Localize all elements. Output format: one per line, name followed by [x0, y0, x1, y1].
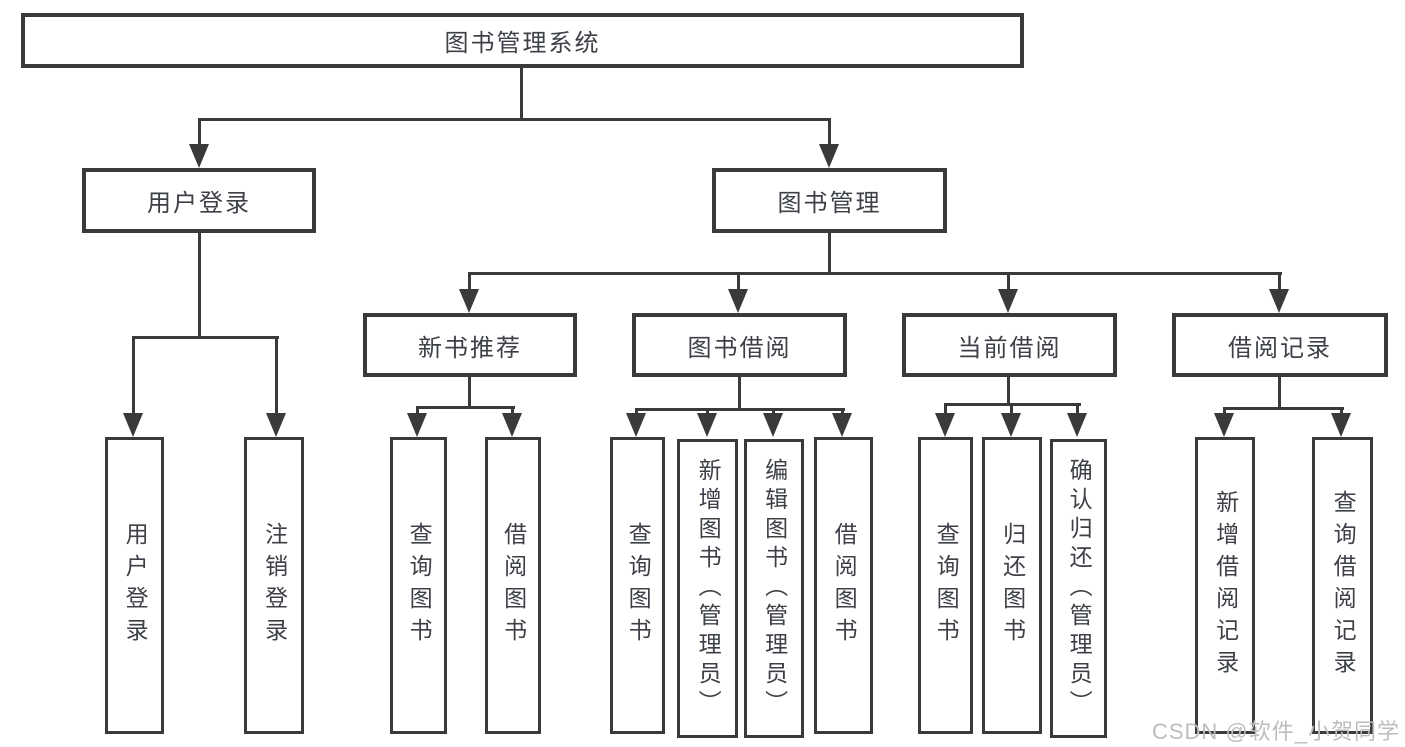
arrowhead-user-login: [189, 144, 209, 168]
connector-borrow-records-rail: [1223, 407, 1344, 410]
connector-drop-bb-edit: [772, 408, 775, 413]
node-current-borrow: 当前借阅: [902, 313, 1117, 377]
connector-drop-bb-query: [635, 408, 638, 413]
leaf-nb-query-books: 查询图书: [390, 437, 447, 734]
leaf-cb-query-books: 查询图书: [918, 437, 973, 734]
leaf-br-add-record-label: 新增借阅记录: [1212, 489, 1239, 682]
arrowhead-cb-return: [1001, 413, 1021, 437]
connector-drop-cb-query: [944, 403, 947, 413]
node-user-login-label: 用户登录: [147, 190, 251, 217]
arrowhead-nb-query: [407, 413, 427, 437]
connector-drop-new-book: [468, 272, 471, 289]
arrowhead-leaf-login: [123, 413, 143, 437]
leaf-cb-return-books-label: 归还图书: [999, 521, 1026, 650]
leaf-logout: 注销登录: [244, 437, 304, 734]
connector-drop-nb-query: [416, 406, 419, 413]
arrowhead-cb-query: [935, 413, 955, 437]
leaf-bb-add-books-admin: 新增图书（管理员）: [677, 439, 738, 738]
leaf-cb-return-books: 归还图书: [982, 437, 1042, 734]
connector-drop-book-borrow: [737, 272, 740, 289]
arrowhead-br-add: [1214, 413, 1234, 437]
arrowhead-bb-borrow: [832, 413, 852, 437]
connector-user-login-rail: [132, 336, 279, 339]
node-new-book-recommend: 新书推荐: [363, 313, 577, 377]
connector-current-borrow-stem: [1007, 377, 1010, 403]
csdn-watermark: CSDN @软件_小贺同学: [1151, 719, 1400, 744]
leaf-nb-borrow-books-label: 借阅图书: [500, 521, 527, 650]
node-current-borrow-label: 当前借阅: [957, 334, 1062, 362]
connector-drop-nb-borrow: [511, 406, 514, 413]
node-borrow-records-label: 借阅记录: [1228, 334, 1332, 362]
arrowhead-book-mgmt: [819, 144, 839, 168]
arrowhead-bb-add: [697, 413, 717, 437]
connector-root-stem: [520, 68, 523, 118]
leaf-bb-borrow-books: 借阅图书: [814, 437, 873, 734]
connector-drop-current-borrow: [1007, 272, 1010, 289]
connector-drop-leaf-logout: [275, 336, 278, 413]
leaf-bb-edit-books-admin: 编辑图书（管理员）: [744, 439, 804, 738]
arrowhead-borrow-records: [1269, 289, 1289, 313]
leaf-bb-add-books-admin-label: 新增图书（管理员）: [695, 458, 722, 719]
connector-drop-bb-borrow: [841, 408, 844, 413]
node-root-label: 图书管理系统: [444, 30, 601, 57]
leaf-br-add-record: 新增借阅记录: [1195, 437, 1255, 734]
leaf-br-query-record-label: 查询借阅记录: [1330, 489, 1357, 682]
leaf-bb-borrow-books-label: 借阅图书: [831, 521, 858, 650]
leaf-bb-edit-books-admin-label: 编辑图书（管理员）: [761, 458, 788, 719]
connector-drop-leaf-login: [132, 336, 135, 413]
connector-book-mgmt-stem: [828, 233, 831, 272]
leaf-bb-query-books-label: 查询图书: [625, 521, 652, 650]
arrowhead-br-query: [1331, 413, 1351, 437]
leaf-bb-query-books: 查询图书: [610, 437, 665, 734]
node-borrow-records: 借阅记录: [1172, 313, 1388, 377]
node-new-book-recommend-label: 新书推荐: [418, 334, 522, 362]
connector-drop-borrow-records: [1278, 272, 1281, 289]
arrowhead-new-book: [459, 289, 479, 313]
connector-drop-book-mgmt: [828, 118, 831, 146]
connector-book-mgmt-rail: [468, 272, 1282, 275]
node-user-login: 用户登录: [82, 168, 316, 233]
leaf-cb-query-books-label: 查询图书: [933, 521, 960, 650]
arrowhead-cb-confirm: [1067, 413, 1087, 437]
connector-drop-bb-add: [706, 408, 709, 413]
connector-book-borrow-stem: [738, 377, 741, 408]
node-book-management: 图书管理: [712, 168, 947, 233]
arrowhead-nb-borrow: [502, 413, 522, 437]
connector-root-rail: [198, 118, 831, 121]
leaf-cb-confirm-return-admin-label: 确认归还（管理员）: [1066, 458, 1093, 719]
node-root: 图书管理系统: [21, 13, 1024, 68]
node-book-borrow-label: 图书借阅: [687, 334, 792, 362]
arrowhead-leaf-logout: [266, 413, 286, 437]
connector-drop-br-query: [1340, 407, 1343, 413]
connector-new-book-rail: [416, 406, 515, 409]
connector-new-book-stem: [468, 377, 471, 406]
leaf-cb-confirm-return-admin: 确认归还（管理员）: [1050, 439, 1107, 738]
arrowhead-book-borrow: [728, 289, 748, 313]
arrowhead-current-borrow: [998, 289, 1018, 313]
leaf-nb-borrow-books: 借阅图书: [485, 437, 541, 734]
connector-borrow-records-stem: [1278, 377, 1281, 407]
leaf-br-query-record: 查询借阅记录: [1312, 437, 1373, 734]
connector-drop-br-add: [1223, 407, 1226, 413]
node-book-borrow: 图书借阅: [632, 313, 847, 377]
connector-book-borrow-rail: [635, 408, 845, 411]
connector-user-login-stem: [198, 233, 201, 336]
arrowhead-bb-query: [626, 413, 646, 437]
node-book-management-label: 图书管理: [777, 190, 882, 217]
leaf-user-login-label: 用户登录: [122, 521, 149, 650]
arrowhead-bb-edit: [763, 413, 783, 437]
leaf-user-login: 用户登录: [105, 437, 164, 734]
connector-drop-cb-confirm: [1076, 403, 1079, 413]
leaf-nb-query-books-label: 查询图书: [406, 521, 433, 650]
leaf-logout-label: 注销登录: [261, 521, 288, 650]
connector-drop-user-login: [198, 118, 201, 146]
connector-drop-cb-return: [1010, 403, 1013, 413]
